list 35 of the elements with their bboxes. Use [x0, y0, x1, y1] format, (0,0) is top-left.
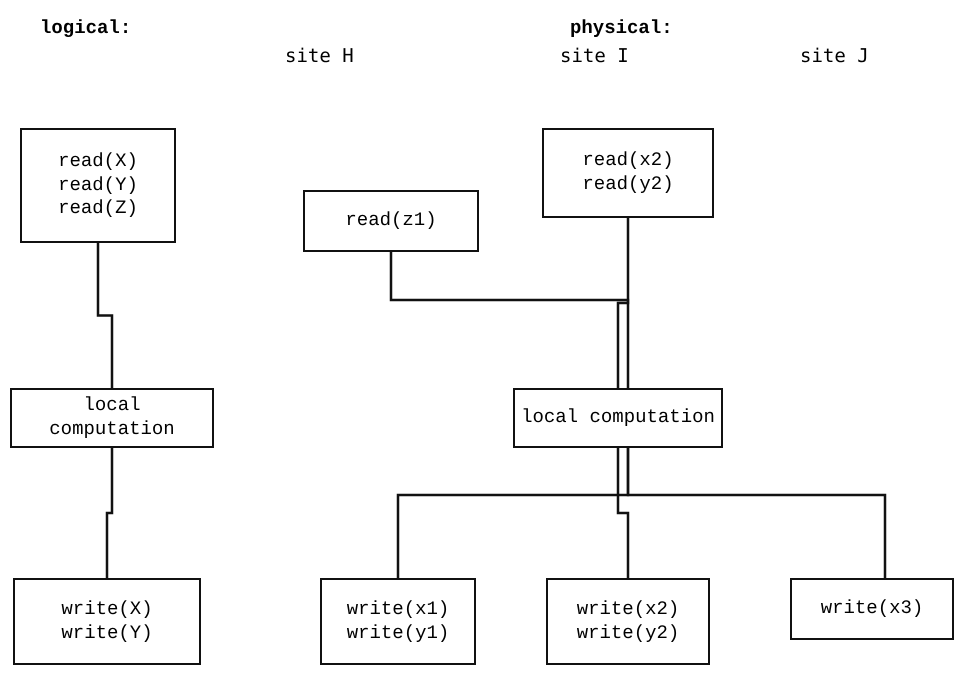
connector-line: [106, 448, 114, 578]
box-text: local computation: [48, 394, 176, 442]
box-text: read(z1): [344, 209, 438, 233]
connector-line: [390, 252, 630, 388]
site-label: site J: [800, 44, 869, 69]
box-text: write(x2): [576, 598, 680, 622]
box-text: read(x2): [581, 149, 675, 173]
box-text: local computation: [520, 406, 716, 430]
process-box: [20, 128, 176, 243]
process-box: [513, 388, 723, 448]
process-box: [13, 578, 201, 665]
box-text: read(Z): [57, 197, 139, 222]
process-box: [546, 578, 710, 665]
site-label: site H: [285, 44, 354, 69]
section-heading: logical:: [40, 16, 132, 41]
site-label: site I: [560, 44, 629, 69]
process-box: [303, 190, 479, 252]
process-box: [542, 128, 714, 218]
process-box: [790, 578, 954, 640]
box-text: read(Y): [57, 174, 139, 198]
connector-line: [96, 243, 114, 388]
box-text: read(X): [57, 150, 139, 174]
box-text: write(X): [60, 598, 154, 622]
box-text: write(x1): [346, 598, 450, 622]
box-text: read(y2): [581, 173, 675, 197]
connector-line: [616, 448, 630, 578]
process-box: [320, 578, 476, 665]
box-text: write(y2): [576, 622, 680, 646]
process-box: [10, 388, 214, 448]
connector-line: [626, 448, 886, 578]
connector-line: [616, 218, 630, 388]
box-text: write(y1): [346, 622, 450, 646]
box-text: write(x3): [820, 597, 924, 621]
section-heading: physical:: [570, 16, 673, 41]
box-text: write(Y): [60, 622, 154, 646]
